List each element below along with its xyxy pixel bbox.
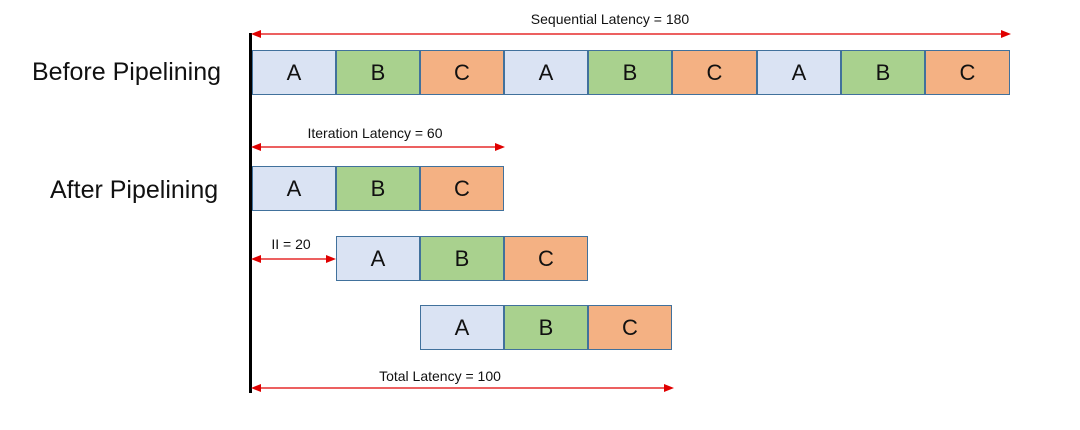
ii-arrow: [251, 255, 336, 263]
sequential-latency-arrow: [251, 30, 1011, 38]
iteration-latency-label: Iteration Latency = 60: [307, 125, 443, 141]
stage-box-b: B: [588, 50, 672, 95]
stage-box-a: A: [757, 50, 841, 95]
stage-box-c: C: [420, 50, 504, 95]
stage-box-a: A: [252, 166, 336, 211]
stage-box-a: A: [336, 236, 420, 281]
ii-label: II = 20: [271, 236, 311, 252]
total-latency-label: Total Latency = 100: [379, 368, 501, 384]
stage-box-c: C: [672, 50, 757, 95]
before-pipelining-label: Before Pipelining: [32, 58, 222, 86]
stage-box-a: A: [420, 305, 504, 350]
stage-box-b: B: [336, 50, 420, 95]
stage-box-b: B: [420, 236, 504, 281]
stage-box-b: B: [504, 305, 588, 350]
stage-box-c: C: [504, 236, 588, 281]
stage-box-c: C: [420, 166, 504, 211]
sequential-latency-label: Sequential Latency = 180: [530, 11, 690, 27]
iteration-latency-arrow: [251, 143, 505, 151]
total-latency-arrow: [251, 384, 674, 392]
after-pipelining-label: After Pipelining: [50, 176, 219, 204]
stage-box-b: B: [841, 50, 925, 95]
stage-box-c: C: [925, 50, 1010, 95]
stage-box-c: C: [588, 305, 672, 350]
time-axis-line: [249, 33, 252, 393]
stage-box-b: B: [336, 166, 420, 211]
stage-box-a: A: [252, 50, 336, 95]
stage-box-a: A: [504, 50, 588, 95]
